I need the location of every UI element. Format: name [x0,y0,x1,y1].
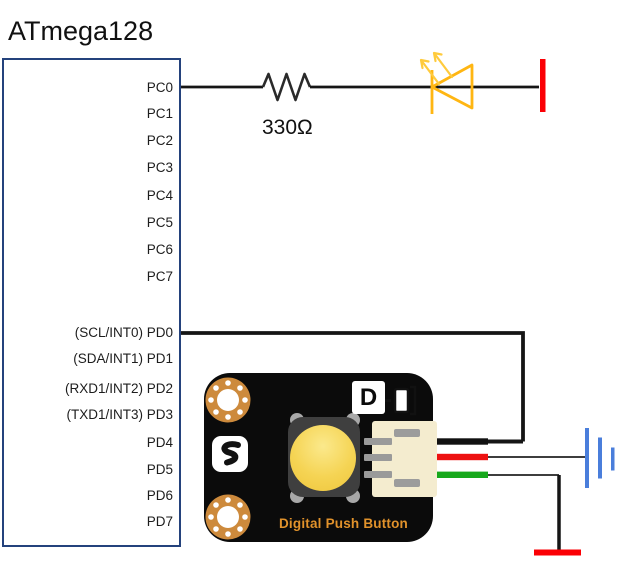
resistor-value-label: 330Ω [262,116,313,139]
pin-label-pc1: PC1 [146,106,173,121]
digital-port-letter: D [359,383,378,411]
mounting-hole-icon [205,377,251,423]
module-wire-black [433,438,488,445]
wire-pd0 [181,331,525,442]
power-bar-bottom-icon [534,549,581,556]
push-button-module: D Digital Push Button [204,373,437,542]
module-wire-green [433,471,488,478]
pin-label-pc4: PC4 [146,188,173,203]
pin-label-pc2: PC2 [146,133,173,148]
push-button[interactable] [290,425,356,491]
pin-label-pd3: (TXD1/INT3) PD3 [66,407,173,422]
module-name-label: Digital Push Button [278,516,409,531]
module-wire-red [433,453,488,461]
connector-pad [394,429,420,437]
atmega128-chip-outline [2,58,181,547]
pin-label-pc0: PC0 [146,80,173,95]
chip-title: ATmega128 [8,16,154,46]
pin-label-pc5: PC5 [146,215,173,230]
pin-label-pc7: PC7 [146,269,173,284]
mounting-hole-icon [205,494,251,540]
pin-label-pd6: PD6 [146,488,173,503]
pin-label-pd7: PD7 [146,514,173,529]
dfrobot-logo-icon [212,436,248,472]
connector-pin [364,471,392,478]
connector-pad [394,479,420,487]
pin-label-pd5: PD5 [146,462,173,477]
pin-label-pc3: PC3 [146,160,173,175]
pin-label-pd0: (SCL/INT0) PD0 [74,325,173,340]
connector-plug-icon [385,385,417,416]
pin-label-pd1: (SDA/INT1) PD1 [73,351,173,366]
pin-label-pd4: PD4 [146,435,173,450]
ground-icon [585,428,615,488]
connector-pin [364,453,392,461]
led-icon [419,51,474,114]
power-bar-icon [540,59,546,112]
pin-label-pd2: (RXD1/INT2) PD2 [64,381,173,396]
resistor-icon [261,72,312,102]
digital-port-label: D [352,381,385,414]
pin-label-pc6: PC6 [146,242,173,257]
connector-pin [364,438,392,445]
